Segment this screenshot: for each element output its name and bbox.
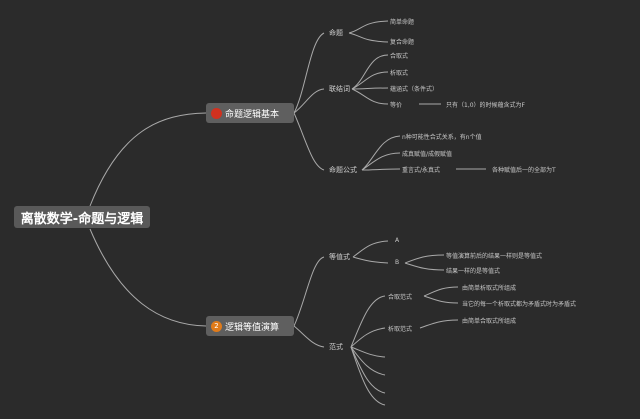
connector-root-branch1: [89, 112, 207, 207]
node-mg1[interactable]: n种可能性合式关系，有n个值: [402, 134, 482, 141]
number-badge-2: 2: [211, 320, 222, 332]
root-label: 离散数学-命题与逻辑: [20, 211, 144, 227]
node-xiqu[interactable]: 析取范式: [388, 326, 413, 333]
node-fuhe[interactable]: 复合命题: [390, 39, 415, 46]
number-badge-1: [211, 107, 222, 119]
node-ci4[interactable]: 等价: [390, 102, 403, 109]
node-ci1[interactable]: 合取式: [390, 53, 409, 60]
node-ci3[interactable]: 蕴涵式（条件式）: [390, 86, 439, 93]
node-fanshi[interactable]: 范式: [329, 343, 343, 351]
node-dz2[interactable]: B: [395, 259, 400, 266]
connector-b2-dengzhi: [293, 256, 325, 327]
node-lianjieci[interactable]: 联结词: [329, 85, 350, 93]
node-ci4-note[interactable]: 只有（1,0）的时候蕴含式为F: [446, 102, 525, 109]
node-hequ[interactable]: 合取范式: [388, 294, 413, 301]
connector-root-branch2: [89, 228, 207, 327]
connector-b1-gongshi: [293, 112, 325, 171]
connector-b1-lianjieci: [293, 88, 325, 114]
node-mg2[interactable]: 成真赋值/成假赋值: [402, 151, 453, 158]
node-dz2-b[interactable]: 结果一样的是等值式: [446, 268, 501, 275]
node-dz1[interactable]: A: [395, 237, 400, 244]
node-mg3[interactable]: 重言式/永真式: [402, 167, 441, 174]
node-hq2[interactable]: 当它的每一个析取式都为矛盾式时为矛盾式: [462, 301, 577, 308]
node-mingti-gongshi[interactable]: 命题公式: [329, 166, 357, 174]
node-dz2-a[interactable]: 等值演算前后的结果一样则是等值式: [446, 253, 543, 260]
node-mingti[interactable]: 命题: [329, 29, 343, 37]
node-hq1[interactable]: 由简单析取式所组成: [462, 285, 517, 292]
node-jiandan[interactable]: 简单命题: [390, 19, 415, 26]
node-xq1[interactable]: 由简单合取式所组成: [462, 318, 517, 325]
branch-node-1[interactable]: 命题逻辑基本: [206, 103, 294, 123]
node-mg3-note[interactable]: 各种赋值后一的全部为T: [492, 167, 556, 174]
branch-label-2: 逻辑等值演算: [225, 322, 280, 333]
branch-node-2[interactable]: 2 逻辑等值演算: [206, 316, 294, 336]
branch-label-1: 命题逻辑基本: [225, 109, 280, 120]
node-ci2[interactable]: 析取式: [390, 70, 409, 77]
root-node[interactable]: 离散数学-命题与逻辑: [14, 206, 150, 228]
node-dengzhi[interactable]: 等值式: [329, 253, 350, 261]
connector-b1-mingti: [293, 32, 325, 114]
connector-b2-fanshi: [293, 325, 325, 348]
